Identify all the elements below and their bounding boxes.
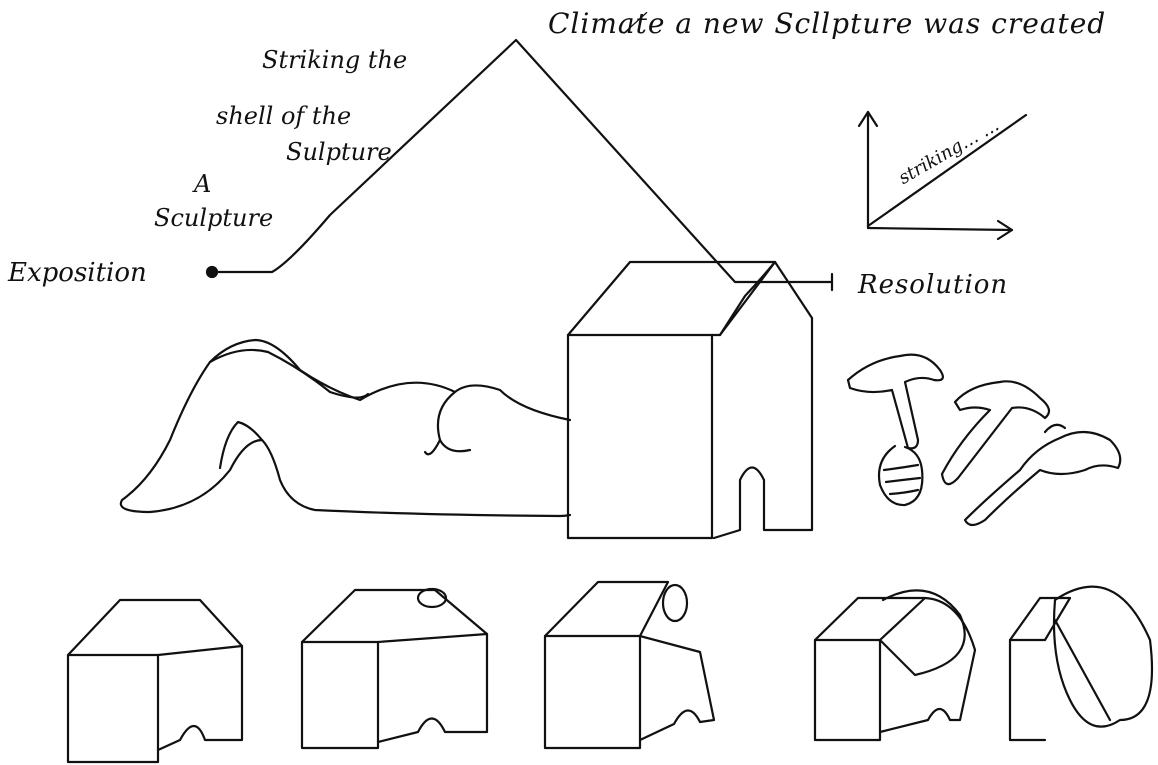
progress-box-3	[545, 582, 714, 748]
climax-label: Climat̸e a new Scllpture was created	[548, 10, 1106, 38]
rising-action-label-line1: Striking the	[262, 48, 407, 72]
exposition-label: Exposition	[8, 260, 147, 286]
graph-x-axis	[868, 228, 1012, 230]
pickaxe-icon	[942, 381, 1049, 484]
progress-box-4	[815, 590, 975, 740]
large-box	[568, 262, 812, 538]
rising-action-label-line2: shell of the	[216, 104, 351, 128]
hammer-icon	[848, 355, 943, 505]
inciting-label-line1: A	[194, 172, 211, 196]
progress-box-5	[1010, 587, 1152, 740]
rising-action-label-line3: Sulpture	[286, 140, 392, 164]
reclining-figure	[121, 340, 570, 516]
inciting-label-line2: Sculpture	[154, 206, 273, 230]
progress-box-2	[302, 589, 487, 748]
resolution-label: Resolution	[858, 272, 1008, 298]
progress-box-1	[68, 600, 242, 762]
